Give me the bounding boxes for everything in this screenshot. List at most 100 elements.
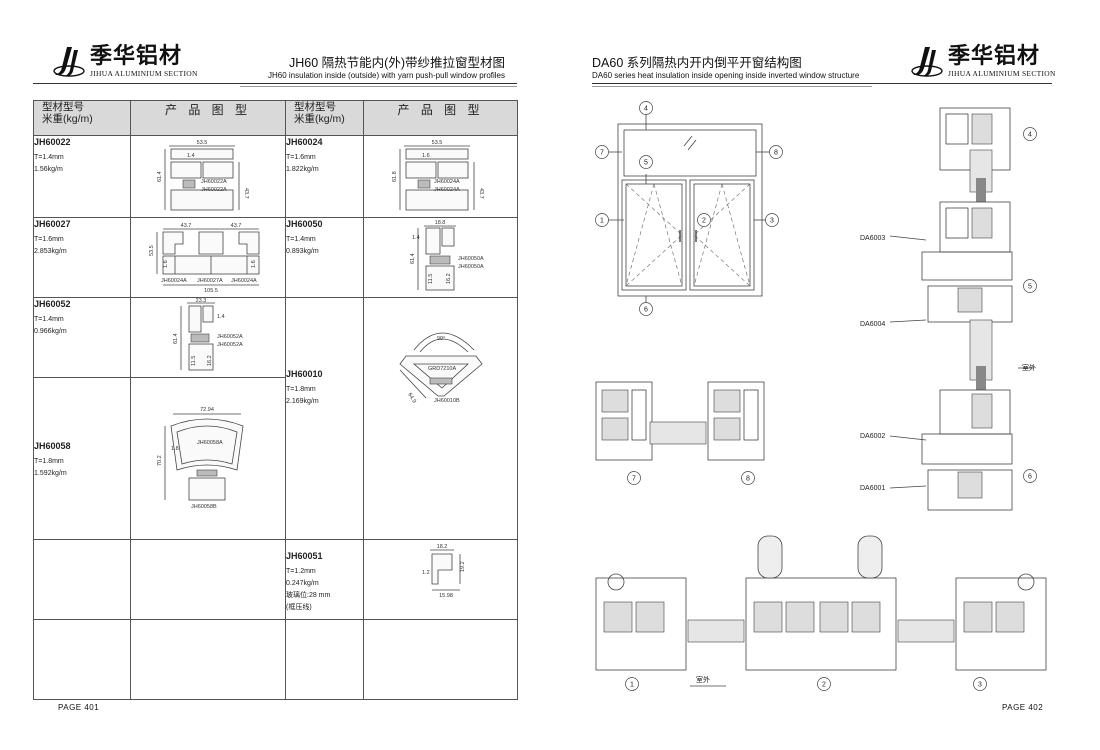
svg-text:18.2: 18.2 — [437, 544, 448, 550]
callout-number: 8 — [774, 150, 778, 157]
empty-cell — [33, 619, 131, 700]
window-elevation — [606, 110, 772, 302]
brand-logo-left: 季华铝材 JIHUA ALUMINIUM SECTION — [52, 44, 198, 78]
brand-name-cn: 季华铝材 — [90, 43, 183, 69]
svg-text:1.4: 1.4 — [412, 235, 420, 241]
header-rule-left — [33, 83, 517, 84]
profile-drawing-jh60051: 18.2 19.2 1.2 15.98 — [363, 539, 518, 620]
left-header-title: JH60 隔热节能内(外)带纱推拉窗型材图 JH60 insulation in… — [268, 52, 505, 80]
callout-number: 7 — [600, 150, 604, 157]
svg-text:JH60024A: JH60024A — [434, 179, 460, 185]
svg-text:JH60010B: JH60010B — [434, 398, 460, 404]
callout-circle — [765, 213, 779, 227]
callout-number: 4 — [1028, 132, 1032, 139]
page-number-left: PAGE 401 — [58, 703, 100, 712]
callout-number: 8 — [746, 476, 750, 483]
svg-text:1.8: 1.8 — [171, 446, 179, 452]
svg-text:18.8: 18.8 — [435, 220, 446, 226]
callout-circle — [627, 471, 641, 485]
callout-circle — [769, 145, 783, 159]
svg-text:11.5: 11.5 — [191, 356, 197, 366]
svg-text:61.4: 61.4 — [173, 333, 179, 344]
svg-text:72.94: 72.94 — [200, 407, 214, 413]
svg-text:53.5: 53.5 — [197, 140, 208, 146]
callout-circle — [973, 677, 987, 691]
svg-text:1.2: 1.2 — [422, 570, 430, 576]
svg-text:23.3: 23.3 — [196, 298, 207, 304]
svg-text:JH60022A: JH60022A — [201, 187, 227, 193]
svg-text:JH60050A: JH60050A — [458, 256, 484, 262]
right-header-title: DA60 系列隔热内开内倒平开窗结构图 DA60 series heat ins… — [592, 52, 859, 80]
header-rule-right — [592, 83, 1052, 84]
svg-text:61.4: 61.4 — [410, 253, 416, 264]
callout-circle — [1023, 469, 1037, 483]
callout-circle — [741, 471, 755, 485]
svg-text:JH60050A: JH60050A — [458, 264, 484, 270]
section-marks: 456 — [1023, 127, 1037, 483]
profile-info: JH60024 T=1.6mm 1.822kg/m — [285, 135, 364, 218]
table-row: JH60058 T=1.8mm 1.592kg/m 72.94 70.2 1.8… — [33, 377, 518, 540]
callout-number: 5 — [1028, 284, 1032, 291]
jihua-logo-icon — [53, 47, 85, 77]
table-header-row: 型材型号米重(kg/m) 产 品 图 型 型材型号米重(kg/m) 产 品 图 … — [33, 100, 518, 136]
profile-drawing-jh60058: 72.94 70.2 1.8 JH60058A JH60058B — [130, 377, 286, 540]
svg-text:1.4: 1.4 — [217, 314, 225, 320]
callout-circle — [1023, 279, 1037, 293]
profile-drawing-jh60010: 90° GRD7210A JH60010B 64.9 — [363, 297, 518, 540]
section-1-2-3 — [595, 535, 1047, 687]
empty-cell — [130, 539, 286, 620]
left-title-en: JH60 insulation inside (outside) with ya… — [267, 71, 505, 80]
callout-circle — [595, 145, 609, 159]
label-da6001: DA6001 — [860, 485, 885, 492]
vertical-section — [889, 107, 1034, 511]
callout-circle — [595, 213, 609, 227]
profile-info: JH60010 T=1.8mm 2.169kg/m — [285, 297, 364, 540]
empty-cell — [130, 619, 286, 700]
callout-circle — [817, 677, 831, 691]
svg-text:70.2: 70.2 — [157, 455, 163, 466]
outdoor-label-vertical: 室外 — [1022, 363, 1036, 372]
svg-text:105.5: 105.5 — [204, 288, 218, 294]
callout-number: 2 — [822, 682, 826, 689]
callout-number: 7 — [632, 476, 636, 483]
svg-text:43.7: 43.7 — [181, 223, 192, 229]
page-number-right: PAGE 402 — [1002, 703, 1044, 712]
svg-text:16.2: 16.2 — [446, 273, 452, 284]
svg-text:61.4: 61.4 — [157, 171, 163, 182]
table-row: JH60027 T=1.6mm 2.853kg/m 43.7 43.7 53.5… — [33, 217, 518, 298]
svg-text:1.4: 1.4 — [187, 153, 195, 159]
svg-text:15.98: 15.98 — [439, 593, 453, 599]
table-row: JH60022 T=1.4mm 1.56kg/m 53.5 61.4 43.7 — [33, 135, 518, 218]
empty-cell — [33, 539, 131, 620]
empty-cell — [285, 619, 364, 700]
callout-number: 3 — [770, 218, 774, 225]
svg-text:90°: 90° — [437, 336, 445, 342]
svg-text:19.2: 19.2 — [460, 561, 466, 572]
col-header-model: 型材型号米重(kg/m) — [33, 100, 131, 136]
svg-text:JH60027A: JH60027A — [197, 278, 223, 284]
header-rule-left-2 — [240, 86, 517, 87]
left-page: 季华铝材 JIHUA ALUMINIUM SECTION JH60 隔热节能内(… — [33, 44, 518, 712]
svg-text:GRD7210A: GRD7210A — [428, 366, 456, 372]
brand-name-cn: 季华铝材 — [948, 43, 1041, 69]
callout-number: 5 — [644, 160, 648, 167]
callout-circle — [697, 213, 711, 227]
svg-text:64.9: 64.9 — [406, 392, 417, 404]
callout-number: 6 — [644, 307, 648, 314]
brand-name-en: JIHUA ALUMINIUM SECTION — [90, 68, 198, 78]
profile-table: 型材型号米重(kg/m) 产 品 图 型 型材型号米重(kg/m) 产 品 图 … — [33, 100, 518, 700]
svg-text:43.7: 43.7 — [243, 188, 249, 199]
table-row: JH60051 T=1.2mm 0.247kg/m 玻璃位:28 mm (框压线… — [33, 539, 518, 620]
col-header-drawing: 产 品 图 型 — [130, 100, 286, 136]
svg-text:JH60024A: JH60024A — [161, 278, 187, 284]
right-title-en: DA60 series heat insulation inside openi… — [592, 71, 860, 80]
svg-text:JH60022A: JH60022A — [201, 179, 227, 185]
col-header-drawing-2: 产 品 图 型 — [363, 100, 518, 136]
right-title-cn: DA60 系列隔热内开内倒平开窗结构图 — [592, 56, 802, 70]
svg-text:JH60058A: JH60058A — [197, 440, 223, 446]
left-title-cn: JH60 隔热节能内(外)带纱推拉窗型材图 — [289, 56, 505, 70]
label-da6003: DA6003 — [860, 235, 885, 242]
profile-drawing-jh60027: 43.7 43.7 53.5 1.6 1.6 JH60024A JH60027A… — [130, 217, 286, 298]
section-7-8 — [595, 381, 765, 461]
